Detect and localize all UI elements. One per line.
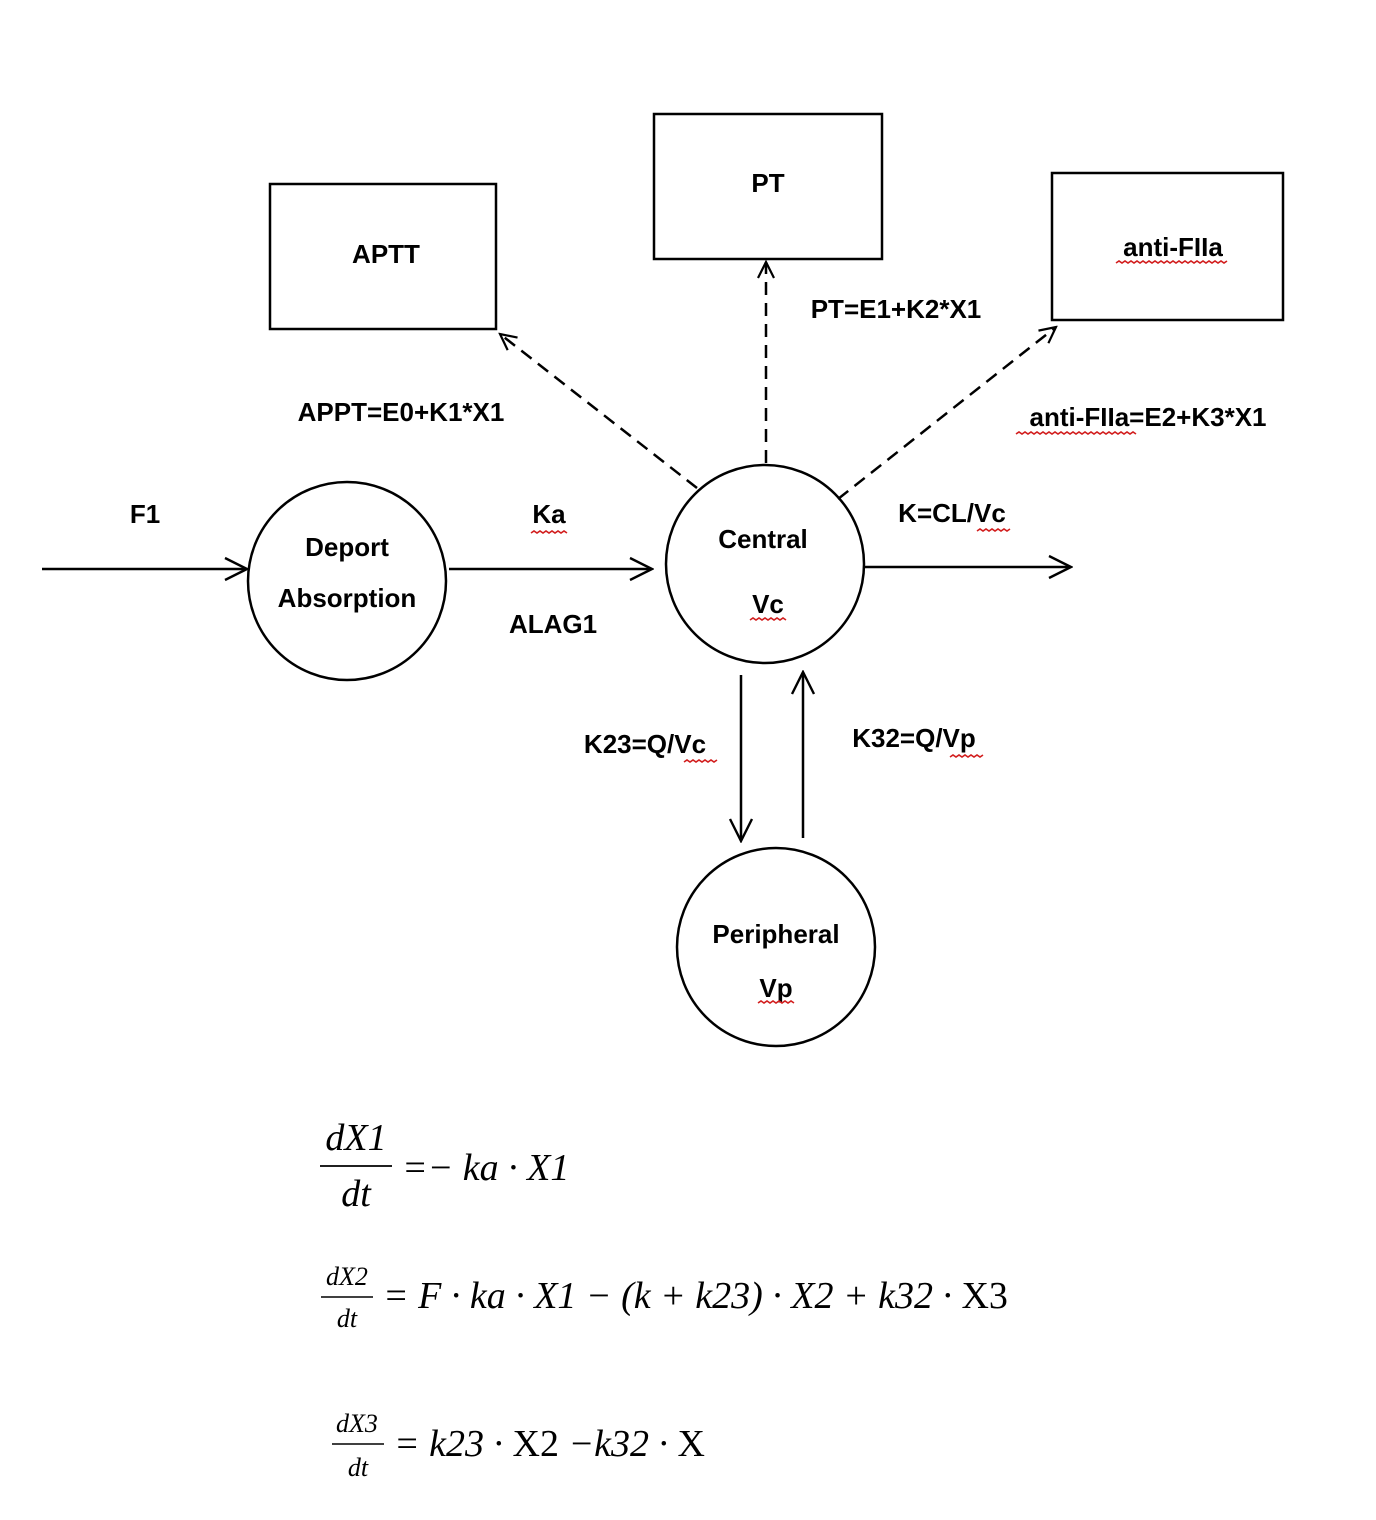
eq1-denominator: dt	[341, 1173, 372, 1215]
central-label-line1: Central	[718, 524, 808, 554]
spellcheck-underline	[1115, 260, 1228, 264]
equation-dx1: dX1 dt =− ka · X1	[320, 1117, 569, 1215]
eq1-numerator: dX1	[325, 1117, 386, 1159]
eq2-rhs-italic: = F · ka · X1 − (k + k23) · X2 + k32 ·	[383, 1275, 952, 1317]
spellcheck-underline	[530, 530, 568, 534]
aptt-effect-arrow	[500, 334, 698, 489]
anti-fiia-equation-label: anti-FIIa=E2+K3*X1	[1030, 402, 1267, 432]
ka-label: Ka	[532, 499, 566, 529]
spellcheck-underline	[749, 617, 787, 621]
pt-box	[652, 112, 884, 261]
spellcheck-underline	[757, 1000, 795, 1004]
equation-dx3: dX3 dt = k23 · X2 −k32 · X	[332, 1409, 705, 1482]
eq2-rhs: = F · ka · X1 − (k + k23) · X2 + k32 · X…	[383, 1275, 1008, 1317]
eq1-rhs: =− ka · X1	[402, 1147, 569, 1189]
k32-label: K32=Q/Vp	[852, 723, 976, 753]
peripheral-label-line2: Vp	[759, 973, 792, 1003]
depot-label-line1: Deport	[305, 532, 389, 562]
peripheral-compartment	[675, 846, 877, 1048]
eq2-denominator: dt	[337, 1304, 358, 1333]
eq3-rhs: = k23 · X2 −k32 · X	[394, 1423, 705, 1465]
depot-label-line2: Absorption	[278, 583, 417, 613]
aptt-equation-label: APPT=E0+K1*X1	[298, 397, 505, 427]
eq3-rhs-d: X	[677, 1423, 704, 1465]
pt-equation-label: PT=E1+K2*X1	[811, 294, 982, 324]
aptt-box	[268, 182, 498, 331]
central-label-line2: Vc	[752, 589, 784, 619]
aptt-box-label: APTT	[352, 239, 420, 269]
eq3-rhs-a: = k23 ·	[394, 1423, 503, 1465]
eq2-numerator: dX2	[326, 1262, 368, 1291]
eq3-numerator: dX3	[336, 1409, 378, 1438]
spellcheck-underline	[1015, 431, 1137, 435]
eq3-denominator: dt	[348, 1453, 369, 1482]
eq2-rhs-upright: X3	[961, 1275, 1007, 1317]
equation-dx2: dX2 dt = F · ka · X1 − (k + k23) · X2 + …	[321, 1262, 1008, 1333]
eq3-rhs-b: X2	[513, 1423, 559, 1465]
k23-label: K23=Q/Vc	[584, 729, 706, 759]
spellcheck-underline	[949, 754, 984, 758]
elimination-label: K=CL/Vc	[898, 498, 1006, 528]
anti-fiia-box	[1050, 171, 1285, 322]
depot-compartment	[246, 480, 448, 682]
peripheral-label-line1: Peripheral	[712, 919, 839, 949]
alag1-label: ALAG1	[509, 609, 597, 639]
anti-fiia-effect-arrow	[837, 327, 1056, 500]
central-compartment	[664, 463, 866, 665]
spellcheck-underline	[976, 528, 1011, 532]
f1-label: F1	[130, 499, 160, 529]
eq3-rhs-c: −k32 ·	[568, 1423, 668, 1465]
anti-fiia-box-label: anti-FIIa	[1123, 232, 1223, 262]
pt-box-label: PT	[751, 168, 784, 198]
spellcheck-underline	[683, 759, 718, 763]
